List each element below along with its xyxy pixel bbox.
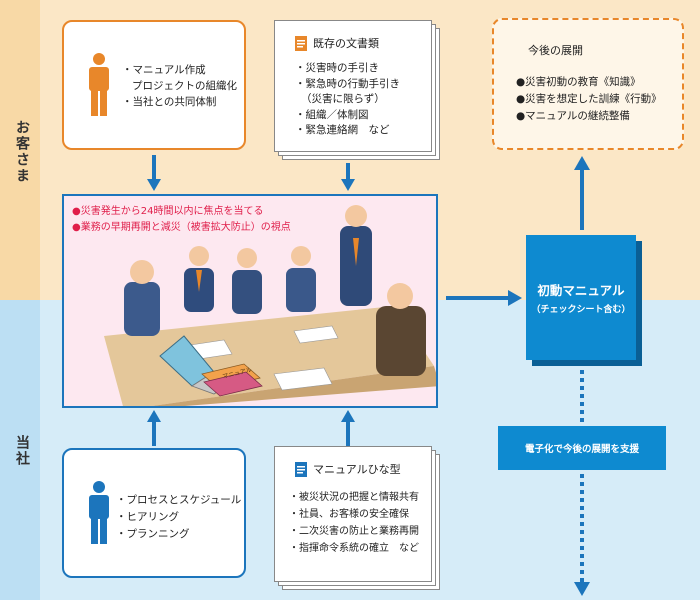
- arrow-template-up: [341, 410, 355, 446]
- meeting-note-1: ●災害発生から24時間以内に焦点を当てる: [72, 206, 264, 217]
- customer-item-1: ・マニュアル作成: [122, 64, 206, 76]
- customer-item-3: ・当社との共同体制: [122, 96, 217, 108]
- customer-label: お客さま: [14, 120, 30, 184]
- template-docs-item-3: ・二次災害の防止と業務再開: [289, 526, 419, 537]
- company-item-1: ・プロセスとスケジュール: [116, 494, 242, 506]
- template-docs-item-2: ・社員、お客様の安全確保: [289, 509, 409, 520]
- arrow-company-up: [147, 410, 161, 446]
- company-item-3: ・プランニング: [116, 528, 190, 540]
- dashed-arrow-down: [574, 370, 590, 596]
- company-box: ・プロセスとスケジュール ・ヒアリング ・プランニング: [62, 448, 246, 578]
- template-docs-item-1: ・被災状況の把握と情報共有: [289, 492, 419, 503]
- document-blue-icon: [295, 461, 307, 477]
- company-side-strip: [0, 300, 40, 600]
- company-item-2: ・ヒアリング: [116, 511, 179, 523]
- existing-docs-item-3: （災害に限らず）: [301, 93, 385, 105]
- person-orange-icon: [89, 53, 109, 116]
- meeting-note-2: ●業務の早期再開と減災（被害拡大防止）の視点: [72, 222, 291, 233]
- digital-support-label: 電子化で今後の展開を支援: [524, 444, 639, 455]
- existing-docs-sheet: 既存の文書類 ・災害時の手引き ・緊急時の行動手引き （災害に限らず） ・組織／…: [274, 20, 432, 152]
- meeting-scene-image: [64, 196, 436, 406]
- arrow-customer-down: [147, 155, 161, 191]
- future-item-1: ●災害初動の教育《知識》: [516, 76, 641, 88]
- meeting-illustration: ●災害発生から24時間以内に焦点を当てる ●業務の早期再開と減災（被害拡大防止）…: [62, 194, 438, 408]
- person-blue-icon: [89, 481, 109, 544]
- existing-docs-item-4: ・組織／体制図: [295, 108, 369, 121]
- company-label: 当社: [14, 435, 30, 467]
- initial-manual-title: 初動マニュアル: [537, 283, 625, 298]
- future-item-3: ●マニュアルの継続整備: [516, 110, 630, 122]
- existing-docs-item-5: ・緊急連絡網 など: [295, 124, 390, 136]
- future-title: 今後の展開: [528, 44, 583, 57]
- arrow-to-future: [574, 156, 590, 230]
- customer-box: ・マニュアル作成 プロジェクトの組織化 ・当社との共同体制: [62, 20, 246, 150]
- initial-manual-subtitle: （チェックシート含む）: [531, 305, 631, 315]
- arrow-to-manual: [446, 290, 522, 306]
- customer-item-2: プロジェクトの組織化: [132, 80, 237, 92]
- template-docs-item-4: ・指揮命令系統の確立 など: [289, 543, 419, 554]
- existing-docs-item-1: ・災害時の手引き: [295, 62, 379, 74]
- customer-side-strip: [0, 0, 40, 300]
- template-docs-sheet: マニュアルひな型 ・被災状況の把握と情報共有 ・社員、お客様の安全確保 ・二次災…: [274, 446, 432, 582]
- document-orange-icon: [295, 35, 307, 51]
- future-item-2: ●災害を想定した訓練《行動》: [516, 93, 662, 105]
- existing-docs-stack: 既存の文書類 ・災害時の手引き ・緊急時の行動手引き （災害に限らず） ・組織／…: [274, 20, 440, 160]
- existing-docs-item-2: ・緊急時の行動手引き: [295, 77, 400, 90]
- future-box: 今後の展開 ●災害初動の教育《知識》 ●災害を想定した訓練《行動》 ●マニュアル…: [492, 18, 684, 150]
- existing-docs-title: 既存の文書類: [313, 37, 379, 50]
- initial-manual-box: 初動マニュアル （チェックシート含む）: [526, 235, 636, 360]
- digital-support-box: 電子化で今後の展開を支援: [498, 426, 666, 470]
- template-docs-stack: マニュアルひな型 ・被災状況の把握と情報共有 ・社員、お客様の安全確保 ・二次災…: [274, 446, 440, 592]
- arrow-docs-down: [341, 163, 355, 191]
- template-docs-title: マニュアルひな型: [313, 463, 401, 476]
